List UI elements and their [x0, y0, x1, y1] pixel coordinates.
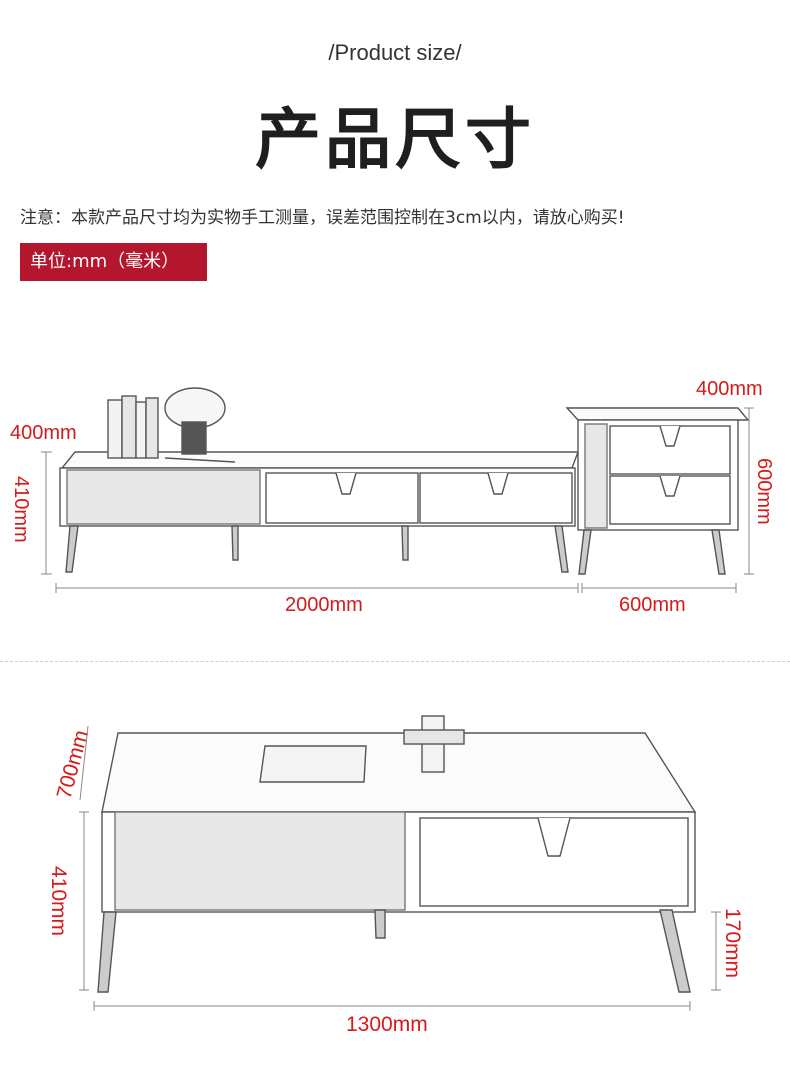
table-drawer-handle	[537, 817, 571, 857]
section-subtitle: /Product size/	[328, 40, 462, 65]
table-leg	[97, 911, 117, 993]
dim-table-depth: 700mm	[53, 728, 93, 802]
drawer-handle-left	[335, 472, 357, 495]
side-cabinet-leg	[578, 529, 592, 575]
dim-depth-left: 400mm	[10, 422, 77, 444]
coffee-table-diagram: 700mm 410mm 170mm 1300mm	[47, 715, 744, 1036]
dim-height-left: 410mm	[10, 476, 32, 543]
drawer-handle-right	[487, 472, 509, 495]
dim-table-height: 410mm	[47, 866, 70, 936]
decor-book	[121, 395, 137, 459]
cabinet-leg	[65, 525, 79, 573]
measurement-notice: 注意：本款产品尺寸均为实物手工测量，误差范围控制在3cm以内，请放心购买!	[20, 208, 625, 228]
dim-width-side: 600mm	[619, 594, 686, 616]
page-title: 产品尺寸	[255, 101, 535, 178]
cabinet-leg	[554, 525, 569, 573]
side-cabinet-top	[565, 407, 750, 421]
cabinet-leg	[401, 525, 409, 561]
table-top-surface	[101, 732, 697, 813]
decor-ornament	[403, 729, 465, 745]
section-divider	[0, 661, 790, 662]
dim-table-leg-height: 170mm	[721, 908, 744, 978]
table-leg	[659, 909, 691, 993]
side-cabinet-leg	[711, 529, 726, 575]
cabinet-leg	[231, 525, 239, 561]
decor-book	[135, 401, 147, 459]
dim-depth-right: 400mm	[696, 378, 763, 400]
cabinet-wood-panel	[66, 469, 261, 525]
dim-height-right: 600mm	[753, 458, 775, 525]
tv-cabinet-diagram: 400mm 400mm 410mm 600mm 2000mm 600mm	[10, 378, 775, 616]
table-leg	[374, 909, 386, 939]
dim-width-main: 2000mm	[285, 594, 363, 616]
side-drawer-handle	[659, 475, 681, 497]
decor-book	[107, 399, 123, 459]
table-wood-panel	[114, 811, 406, 911]
unit-badge: 单位:mm（毫米）	[20, 243, 207, 281]
side-cabinet-frame	[584, 423, 608, 529]
side-drawer-handle	[659, 425, 681, 447]
decor-lamp-base	[181, 421, 207, 455]
dim-table-width: 1300mm	[346, 1013, 428, 1036]
decor-book	[145, 397, 159, 459]
decor-book-top	[259, 745, 367, 783]
